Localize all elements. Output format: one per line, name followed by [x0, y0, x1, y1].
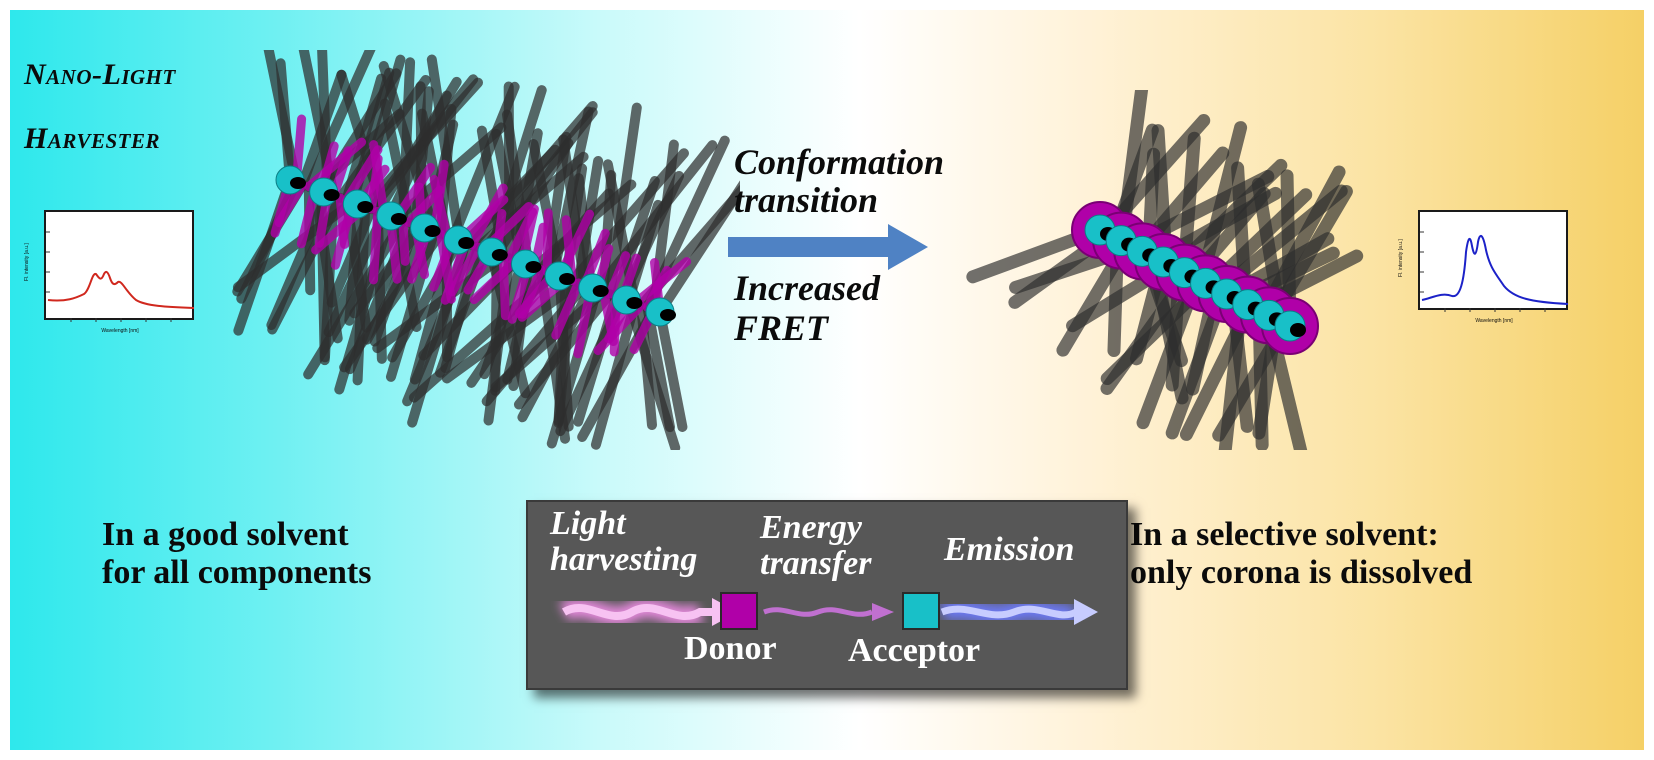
- extended-polymer-brush: [232, 50, 740, 450]
- right-caption-line-1: In a selective solvent:: [1130, 516, 1439, 553]
- title-line-2: Harvester: [24, 122, 161, 155]
- left-spectrum-y-label: Fl. intensity [a.u.]: [24, 243, 30, 281]
- figure-panel: Nano-Light Harvester Fl. intensity [a.u.…: [10, 10, 1644, 750]
- legend-energy: Energy: [760, 509, 862, 546]
- legend-wave-arrows: [558, 597, 1098, 627]
- left-spectrum-graph: [44, 210, 195, 322]
- legend-acceptor: Acceptor: [848, 632, 981, 669]
- right-spectrum-graph: [1418, 210, 1569, 312]
- left-caption-line-2: for all components: [102, 554, 372, 591]
- left-spectrum-curve: [47, 270, 195, 309]
- legend-transfer: transfer: [760, 545, 872, 582]
- fret-legend-box: Light harvesting Energy transfer Emissio…: [526, 500, 1128, 690]
- acceptor-square: [902, 592, 940, 630]
- legend-donor: Donor: [684, 630, 777, 667]
- right-spectrum-y-label: Fl. intensity [a.u.]: [1398, 239, 1404, 277]
- left-spectrum-x-label: Wavelength [nm]: [101, 328, 139, 334]
- legend-harvesting: harvesting: [550, 541, 698, 578]
- donor-square: [720, 592, 758, 630]
- arrow-label-increased: Increased: [734, 268, 880, 308]
- collapsed-polymer-brush: [966, 90, 1364, 450]
- left-caption-line-1: In a good solvent: [102, 516, 349, 553]
- transition-arrow: [728, 224, 928, 270]
- right-caption-line-2: only corona is dissolved: [1130, 554, 1473, 591]
- arrow-label-transition: transition: [734, 180, 879, 220]
- arrow-label-fret: FRET: [734, 308, 829, 348]
- right-spectrum-x-label: Wavelength [nm]: [1475, 318, 1513, 324]
- right-spectrum-curve: [1421, 234, 1569, 305]
- legend-light: Light: [550, 505, 626, 542]
- legend-emission: Emission: [944, 531, 1075, 568]
- arrow-label-conformation: Conformation: [734, 142, 945, 182]
- title-line-1: Nano-Light: [24, 58, 176, 91]
